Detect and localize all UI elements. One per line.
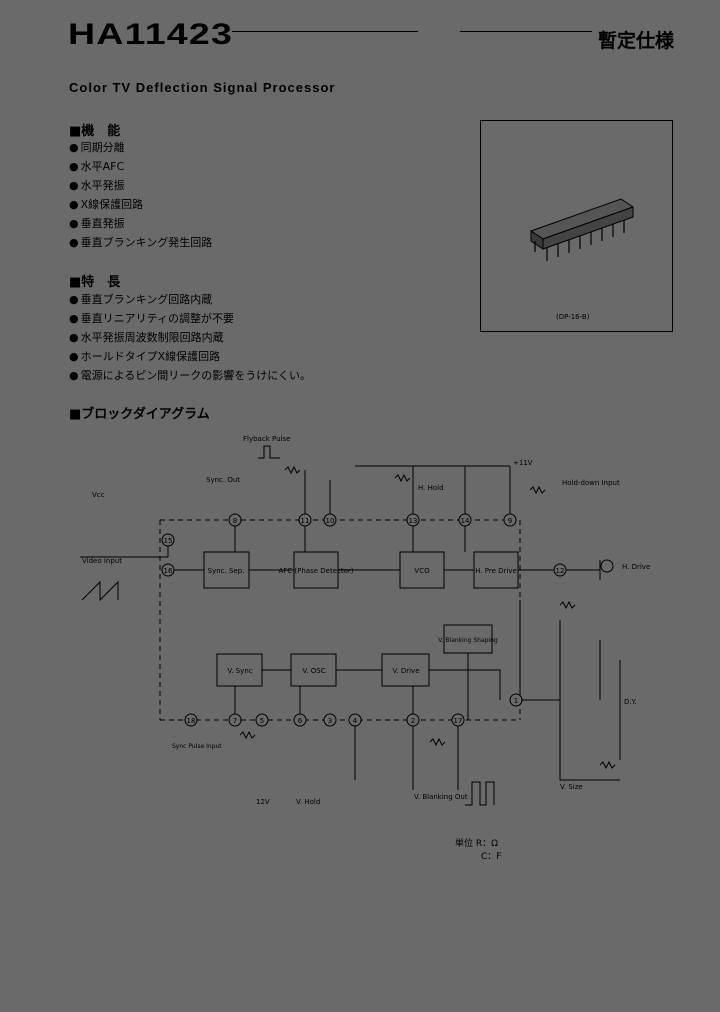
list-item: X線保護回路: [69, 195, 212, 214]
block-label: H. Pre Drive: [475, 567, 517, 575]
features-list: 同期分離 水平AFC 水平発振 X線保護回路 垂直発振 垂直ブランキング発生回路: [69, 138, 213, 252]
signal-label: H. Hold: [418, 484, 444, 492]
header-rule: [232, 31, 418, 32]
list-item: 垂直ブランキング回路内蔵: [69, 290, 311, 309]
pin-marker: [553, 563, 567, 577]
signal-label: V. Hold: [296, 798, 320, 806]
header-rule: [460, 31, 592, 32]
signal-label: H. Drive: [622, 563, 650, 571]
pin-number: 13: [409, 517, 418, 525]
pin-number: 7: [233, 717, 237, 725]
signal-label: Hold-down Input: [562, 479, 620, 487]
pin-number: 8: [233, 517, 237, 525]
units-note: 単位 R：Ω C：F: [455, 838, 501, 864]
pin-marker: [323, 713, 337, 727]
block-diagram-heading: ■ブロックダイアグラム: [69, 407, 210, 422]
pin-marker: [255, 713, 269, 727]
sawtooth-waveform-icon: [81, 580, 119, 602]
pin-marker: [293, 713, 307, 727]
pin-marker: [406, 513, 420, 527]
pin-marker: [161, 563, 175, 577]
transistor-icon: [600, 559, 614, 573]
pin-marker: [503, 513, 517, 527]
block-label: V. Drive: [393, 667, 420, 675]
block-label: Sync. Sep.: [208, 567, 245, 575]
list-item: 電源によるピン間リークの影響をうけにくい。: [69, 366, 311, 385]
blanking-pulse-icon: [465, 781, 495, 806]
signal-label: V. Blanking Out: [414, 793, 468, 801]
pin-marker: [458, 513, 472, 527]
block-label: V. Sync: [227, 667, 252, 675]
pin-marker: [451, 713, 465, 727]
pin-marker: [323, 513, 337, 527]
package-figure: [480, 120, 673, 332]
list-item: 垂直リニアリティの調整が不要: [69, 309, 311, 328]
signal-label: Sync. Out: [206, 476, 240, 484]
block-diagram: 8 11 10 13 14 9 15 16 12 18 7 5 6 3 4 2 …: [80, 435, 650, 806]
pin-marker: [228, 713, 242, 727]
signal-label: +11V: [513, 459, 533, 467]
pin-number: 2: [411, 717, 415, 725]
pin-number: 6: [298, 717, 303, 725]
block-label: VCO: [414, 567, 430, 575]
characteristics-list: 垂直ブランキング回路内蔵 垂直リニアリティの調整が不要 水平発振周波数制限回路内…: [69, 290, 311, 385]
pin-number: 16: [164, 567, 173, 575]
pin-number: 17: [454, 717, 463, 725]
pin-marker: [348, 713, 362, 727]
pin-marker: [184, 713, 198, 727]
pin-number: 4: [353, 717, 358, 725]
list-item: 水平発振周波数制限回路内蔵: [69, 328, 311, 347]
signal-label: Video Input: [82, 557, 122, 565]
pin-number: 18: [187, 717, 196, 725]
list-item: 同期分離: [69, 138, 212, 157]
units-capacitance: C：F: [481, 852, 502, 862]
dip-package-icon: [529, 198, 635, 261]
pin-number: 14: [461, 517, 470, 525]
pin-marker: [298, 513, 312, 527]
units-resistance: 単位 R：Ω: [455, 839, 498, 849]
pin-marker: [228, 513, 242, 527]
pin-number: 10: [326, 517, 335, 525]
characteristics-heading: ■特 長: [69, 275, 121, 290]
pin-number: 5: [260, 717, 264, 725]
pin-number: 9: [508, 517, 512, 525]
block-label: V. Blanking Shaping: [438, 637, 498, 644]
flyback-pulse-icon: [258, 445, 280, 459]
signal-label: Flyback Pulse: [243, 435, 290, 443]
list-item: 水平AFC: [69, 157, 212, 176]
list-item: 垂直ブランキング発生回路: [69, 233, 213, 252]
signal-label: D.Y.: [624, 698, 637, 706]
pin-number: 1: [514, 697, 518, 705]
pin-marker: [509, 693, 523, 707]
pin-markers: [161, 513, 567, 727]
pin-number: 15: [164, 537, 173, 545]
device-subtitle: Color TV Deflection Signal Processor: [69, 80, 336, 95]
pin-marker: [406, 713, 420, 727]
pin-number: 11: [301, 517, 310, 525]
list-item: 水平発振: [69, 176, 212, 195]
list-item: ホールドタイプX線保護回路: [69, 347, 311, 366]
signal-label: Sync Pulse Input: [172, 743, 222, 750]
features-heading: ■機 能: [69, 124, 121, 139]
pin-number: 3: [328, 717, 332, 725]
list-item: 垂直発振: [69, 214, 212, 233]
signal-label: Vcc: [92, 491, 105, 499]
pin-number: 12: [556, 567, 565, 575]
block-label: V. OSC: [302, 667, 325, 675]
signal-label: 12V: [256, 798, 270, 806]
signal-label: V. Size: [560, 783, 583, 791]
package-caption: (DP-16-B): [556, 313, 590, 321]
part-number: HA11423: [68, 18, 234, 51]
block-label: AFC (Phase Detector): [278, 567, 353, 575]
document-status: 暫定仕様: [598, 30, 675, 52]
pin-marker: [161, 533, 175, 547]
